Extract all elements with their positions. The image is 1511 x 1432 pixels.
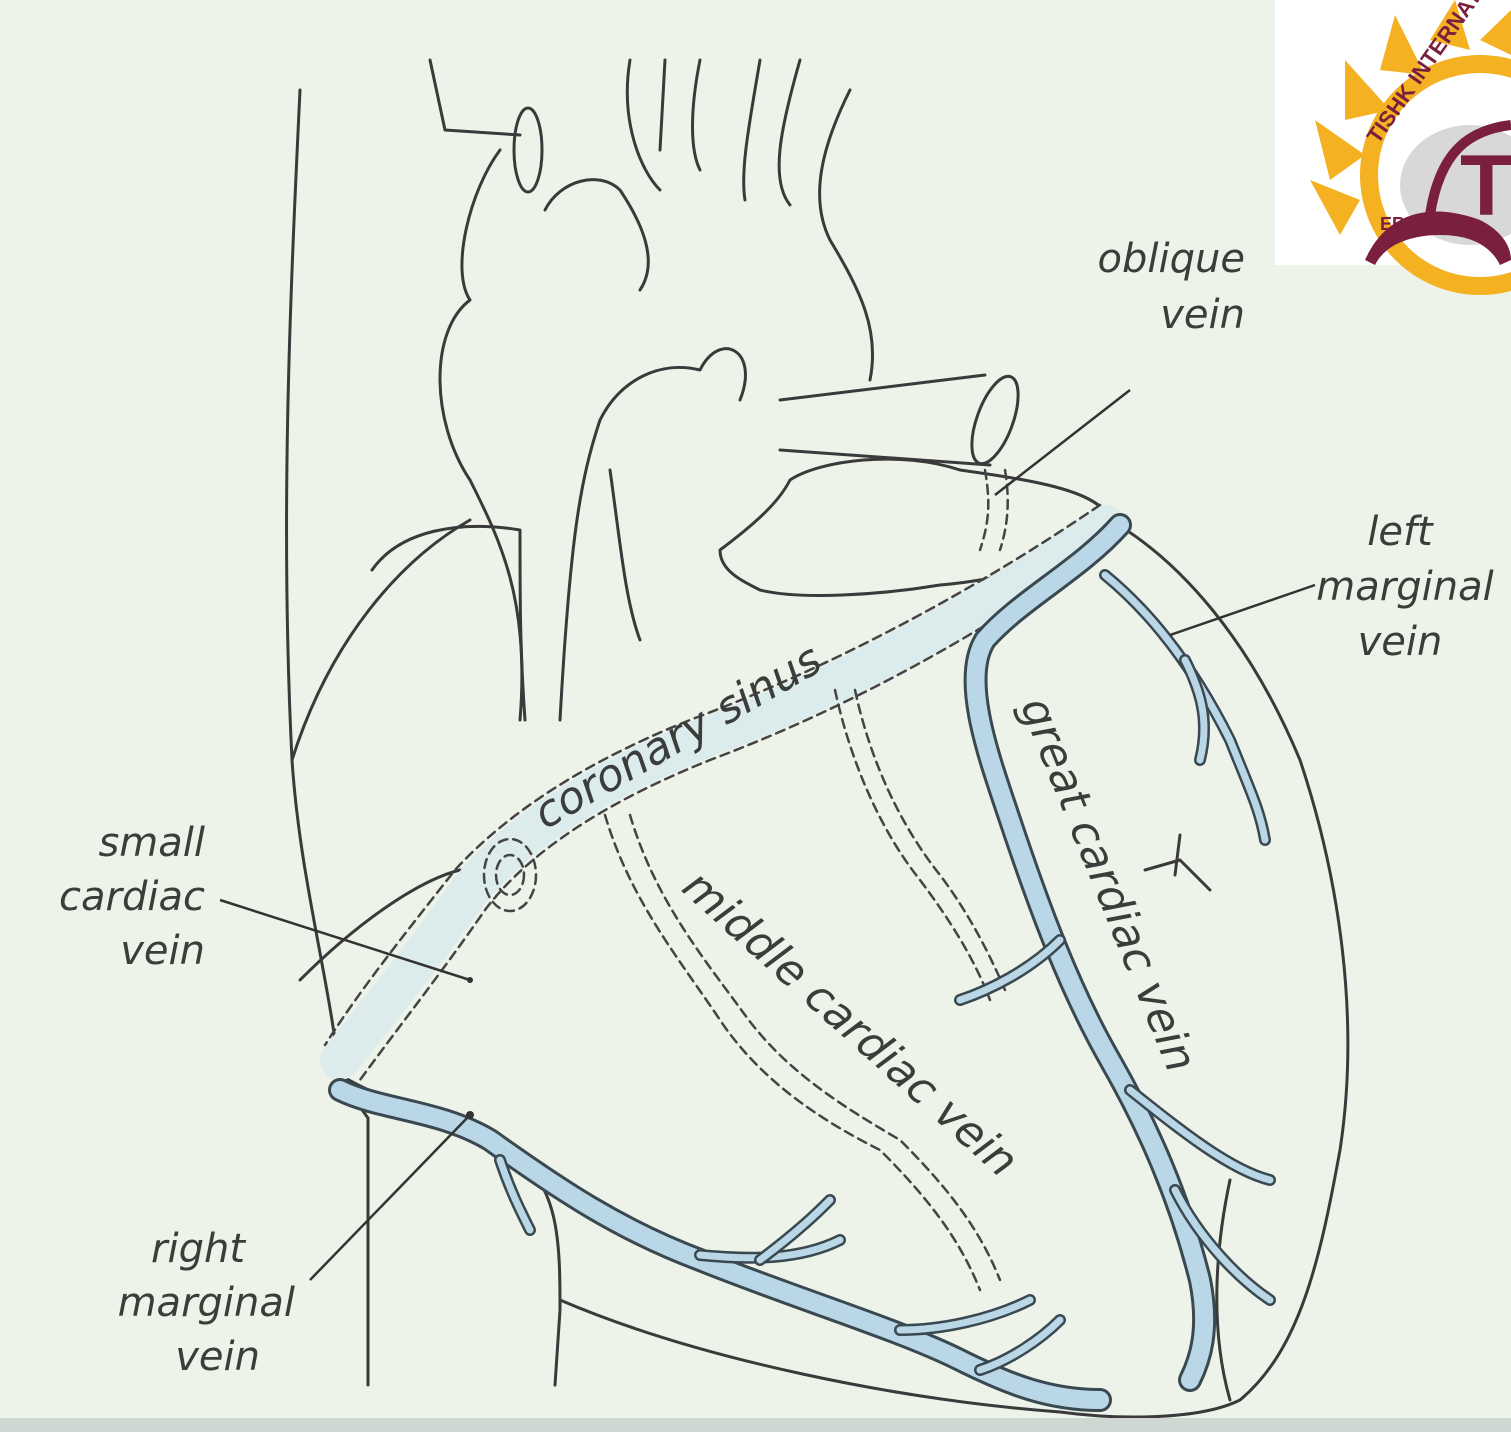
left-marginal-vein-leader [1170, 585, 1315, 635]
middle-cardiac-vein-label: middle cardiac vein [673, 860, 1028, 1187]
left-marginal-vein-label-line2: marginal [1316, 564, 1493, 610]
labels: oblique vein left marginal vein coronary… [59, 236, 1494, 1380]
small-cardiac-vein-label-line1: small [98, 820, 205, 866]
institution-logo: TISHK INTERNATIONAL ERBIL TI [1275, 0, 1511, 295]
oblique-vein-leader [995, 390, 1130, 495]
left-marginal-vein-label-line3: vein [1358, 619, 1443, 665]
left-marginal-vein-label-line1: left [1367, 509, 1434, 555]
right-marginal-vein-leader [310, 1115, 470, 1280]
right-marginal-vein-label-line3: vein [175, 1334, 260, 1380]
oblique-vein-label-line1: oblique [1098, 236, 1245, 282]
logo-text-city: ERBIL [1380, 214, 1434, 234]
small-cardiac-vein-label-line2: cardiac [59, 874, 205, 920]
bottom-edge [0, 1418, 1511, 1432]
oblique-vein-label-line2: vein [1160, 292, 1245, 338]
logo-monogram: TI [1460, 138, 1511, 234]
coronary-sinus-label: coronary sinus [525, 634, 830, 840]
small-cardiac-vein-label-line3: vein [120, 928, 205, 974]
right-marginal-vein-label-line2: marginal [118, 1280, 295, 1326]
right-marginal-vein-label-line1: right [151, 1226, 246, 1272]
